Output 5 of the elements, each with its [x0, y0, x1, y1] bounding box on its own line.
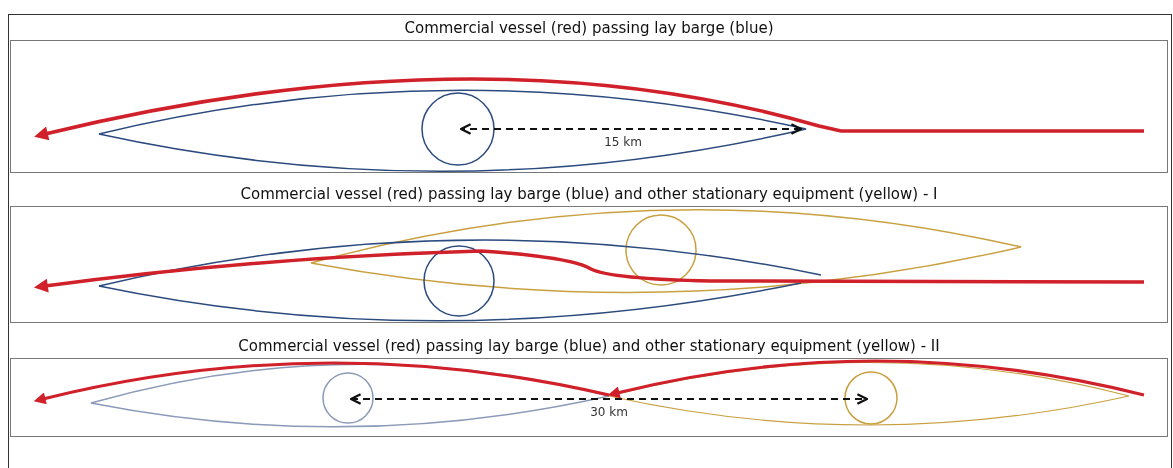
panel-title: Commercial vessel (red) passing lay barge (blue) and other stationary equipment (yellow) - I [239, 184, 939, 204]
distance-label: 15 km [604, 135, 642, 149]
panel-title: Commercial vessel (red) passing lay barge (blue) [403, 18, 775, 38]
panel-title: Commercial vessel (red) passing lay barge (blue) and other stationary equipment (yellow) - II [237, 336, 941, 356]
distance-label: 30 km [590, 405, 628, 419]
